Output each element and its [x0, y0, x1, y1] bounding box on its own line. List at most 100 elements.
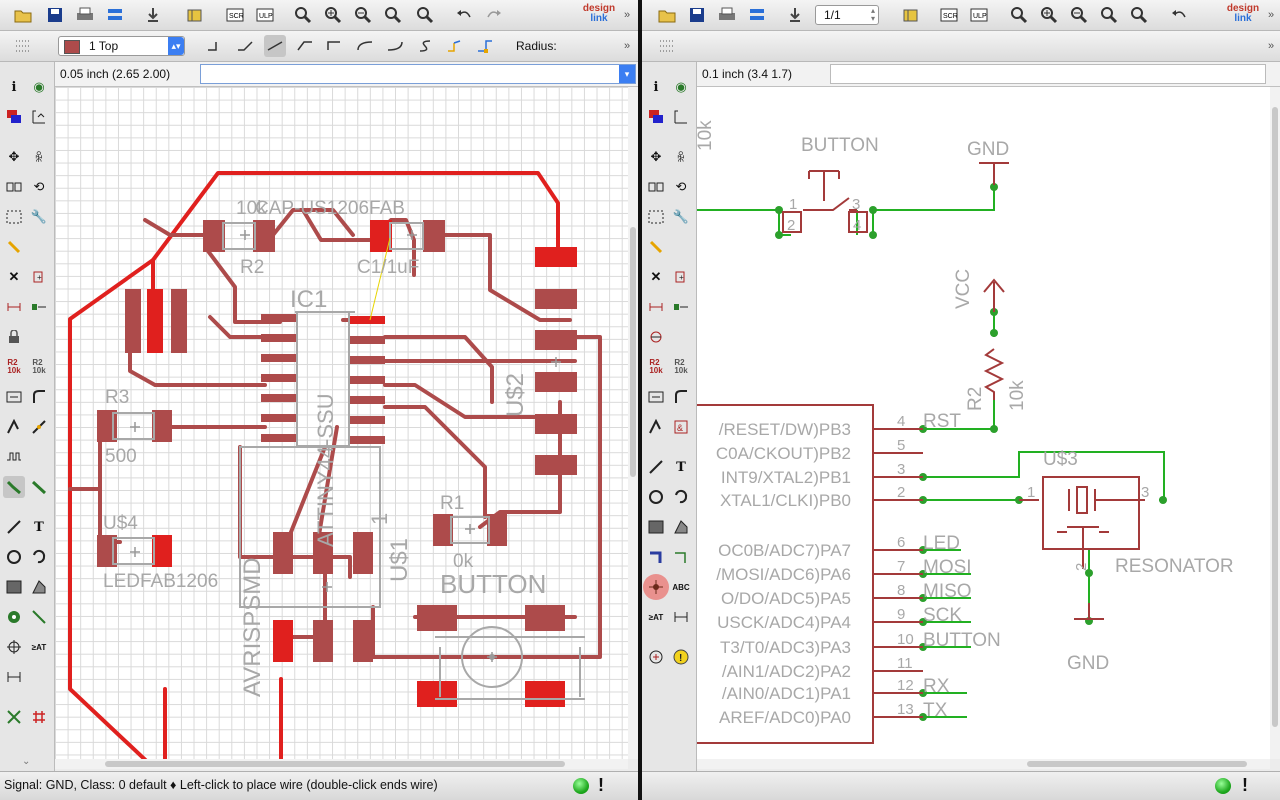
- zoom-in-icon[interactable]: [322, 4, 344, 26]
- open-icon[interactable]: [12, 4, 34, 26]
- command-line-input[interactable]: [830, 64, 1266, 84]
- miter-icon[interactable]: [670, 386, 692, 408]
- toolbar-overflow-icon[interactable]: »: [624, 9, 631, 21]
- mirror-icon[interactable]: [3, 176, 25, 198]
- open-icon[interactable]: [656, 4, 678, 26]
- change-icon[interactable]: 🔧: [672, 209, 690, 224]
- copy-icon[interactable]: ꆜ: [34, 151, 44, 165]
- status-ok-icon[interactable]: [1215, 778, 1231, 794]
- circle-icon[interactable]: [3, 546, 25, 568]
- bus-icon[interactable]: [645, 546, 667, 568]
- alert-icon[interactable]: !: [1242, 775, 1248, 795]
- scroll-thumb[interactable]: [1272, 107, 1278, 727]
- show-icon[interactable]: ◉: [675, 79, 687, 94]
- zoom-out-icon[interactable]: [352, 4, 374, 26]
- scr-icon[interactable]: SCR: [938, 4, 960, 26]
- optimize-icon[interactable]: [28, 416, 50, 438]
- toolbar-overflow-icon[interactable]: »: [1268, 9, 1275, 21]
- schematic-horizontal-scrollbar[interactable]: [697, 759, 1270, 769]
- arc-icon[interactable]: [670, 486, 692, 508]
- net-icon[interactable]: [670, 546, 692, 568]
- zoom-in-icon[interactable]: [1038, 4, 1060, 26]
- board-vertical-scrollbar[interactable]: [628, 87, 638, 759]
- wire-bend-9-icon[interactable]: [474, 35, 496, 57]
- wire-icon[interactable]: [645, 456, 667, 478]
- move-icon[interactable]: ✥: [650, 149, 662, 164]
- wire-bend-4-icon[interactable]: [324, 35, 346, 57]
- zoom-redraw-icon[interactable]: [414, 4, 436, 26]
- group-icon[interactable]: [645, 206, 667, 228]
- zoom-select-icon[interactable]: [382, 4, 404, 26]
- smash-icon[interactable]: [3, 386, 25, 408]
- split-icon[interactable]: [3, 416, 25, 438]
- script-icon[interactable]: [142, 4, 164, 26]
- errors-icon[interactable]: !: [670, 646, 692, 668]
- wire-bend-5-icon[interactable]: [354, 35, 376, 57]
- info-icon[interactable]: i: [653, 79, 659, 95]
- ulp-icon[interactable]: ULP: [968, 4, 990, 26]
- add-part-icon[interactable]: +: [28, 266, 50, 288]
- toolbar-overflow-icon[interactable]: »: [1268, 40, 1275, 52]
- rotate-icon[interactable]: ⟲: [33, 179, 45, 194]
- paste-icon[interactable]: [645, 236, 667, 258]
- status-ok-icon[interactable]: [573, 778, 589, 794]
- cam-icon[interactable]: [746, 4, 768, 26]
- undo-icon[interactable]: [453, 4, 475, 26]
- chevron-down-icon[interactable]: ▾: [619, 65, 635, 83]
- add-part-icon[interactable]: +: [670, 266, 692, 288]
- attribute-icon[interactable]: ≥AT: [31, 642, 47, 652]
- text-icon[interactable]: T: [34, 519, 44, 535]
- toolbar-overflow-icon[interactable]: »: [624, 40, 631, 52]
- mirror-icon[interactable]: [645, 176, 667, 198]
- scroll-thumb[interactable]: [1027, 761, 1247, 767]
- grid-icon[interactable]: [12, 35, 34, 57]
- miter-icon[interactable]: [28, 386, 50, 408]
- save-icon[interactable]: [44, 4, 66, 26]
- dimension-icon[interactable]: [3, 666, 25, 688]
- paste-icon[interactable]: [3, 236, 25, 258]
- split-icon[interactable]: [645, 416, 667, 438]
- lock-icon[interactable]: [3, 326, 25, 348]
- rect-icon[interactable]: [645, 516, 667, 538]
- ripup-icon[interactable]: [28, 476, 50, 498]
- scroll-thumb[interactable]: [630, 227, 636, 477]
- cam-icon[interactable]: [104, 4, 126, 26]
- sheet-select[interactable]: 1/1 ▴▾: [815, 5, 879, 25]
- replace-icon[interactable]: [670, 296, 692, 318]
- board-horizontal-scrollbar[interactable]: [55, 759, 628, 769]
- display-layers-icon[interactable]: [3, 106, 25, 128]
- smash-icon[interactable]: [645, 386, 667, 408]
- wire-bend-1-icon[interactable]: [234, 35, 256, 57]
- label-icon[interactable]: ABC: [672, 582, 690, 592]
- group-icon[interactable]: [3, 206, 25, 228]
- rotate-icon[interactable]: ⟲: [675, 179, 687, 194]
- via-icon[interactable]: [3, 606, 25, 628]
- schematic-canvas[interactable]: BUTTON GND VCC R2 10k 10k RST U$3 RESONA…: [697, 87, 1270, 759]
- zoom-fit-icon[interactable]: [1008, 4, 1030, 26]
- schematic-vertical-scrollbar[interactable]: [1270, 87, 1280, 759]
- redo-icon[interactable]: [483, 4, 505, 26]
- wire-bend-2-icon[interactable]: [264, 35, 286, 57]
- wire-bend-6-icon[interactable]: [384, 35, 406, 57]
- undo-icon[interactable]: [1168, 4, 1190, 26]
- zoom-select-icon[interactable]: [1098, 4, 1120, 26]
- alert-icon[interactable]: !: [598, 775, 604, 795]
- rect-icon[interactable]: [3, 576, 25, 598]
- arc-icon[interactable]: [28, 546, 50, 568]
- ratsnest-icon[interactable]: [3, 706, 25, 728]
- mark-icon[interactable]: [28, 106, 50, 128]
- scroll-thumb[interactable]: [105, 761, 565, 767]
- hole-icon[interactable]: [3, 636, 25, 658]
- dru-icon[interactable]: [900, 4, 922, 26]
- delete-icon[interactable]: ✕: [650, 269, 662, 284]
- wire-icon[interactable]: [3, 516, 25, 538]
- gateswap-icon[interactable]: [645, 326, 667, 348]
- autorouter-icon[interactable]: [28, 706, 50, 728]
- circle-icon[interactable]: [645, 486, 667, 508]
